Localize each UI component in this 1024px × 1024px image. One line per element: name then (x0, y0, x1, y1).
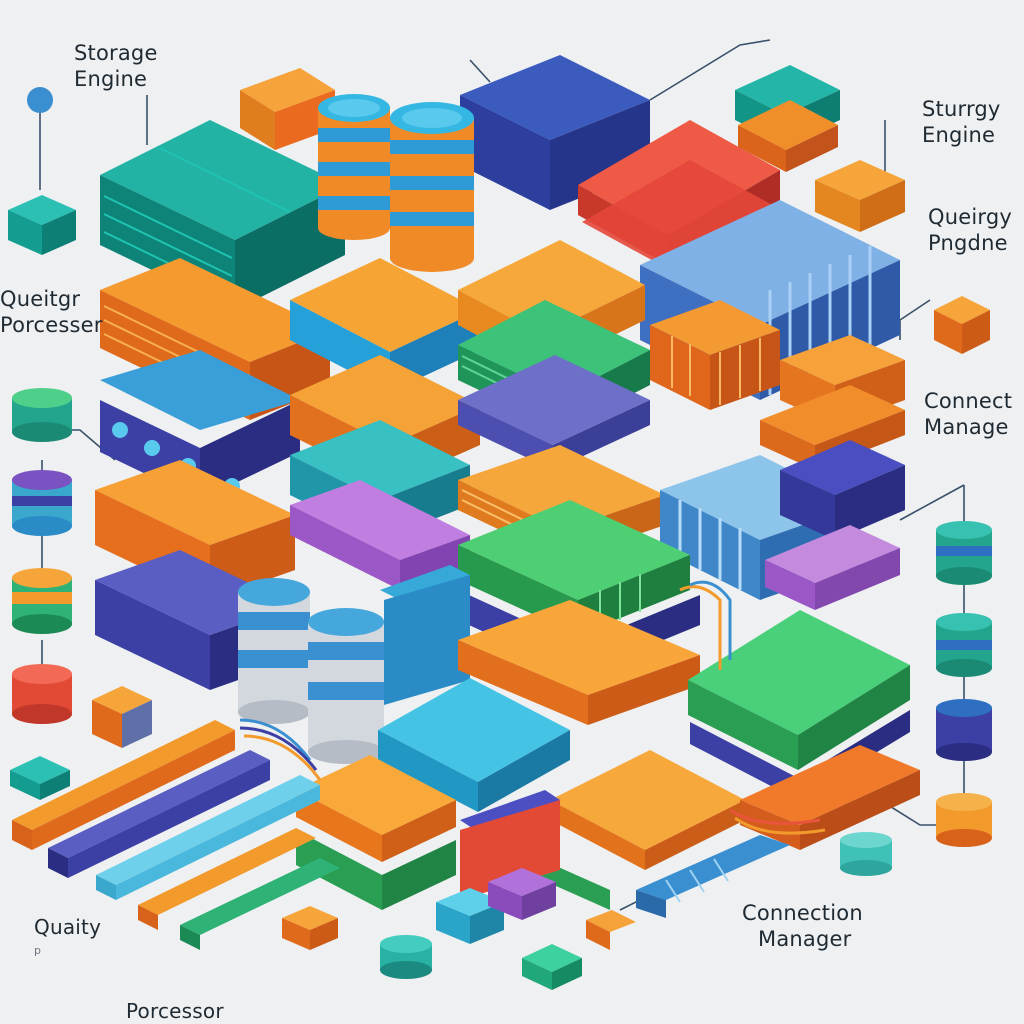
connector-line (900, 300, 930, 340)
label-quality-fragment: p (34, 944, 41, 957)
node-purple-cyl (12, 470, 72, 536)
node-teal-cube-bottomleft (10, 756, 70, 800)
block-blue-slab (380, 565, 470, 705)
node-orange-cube-left (92, 686, 152, 748)
block-orange-right (815, 160, 905, 232)
label-line: Storage (74, 40, 158, 66)
label-line: Porcesser (0, 312, 103, 338)
label-line: Sturrgy (922, 96, 1001, 122)
node-orange-cyl-right (936, 793, 992, 847)
cylinder-stack-1 (318, 94, 390, 240)
label-quality: Quaity (34, 914, 101, 940)
node-teal-cyl-bottom (380, 935, 432, 979)
cylinder-silver-1 (238, 578, 310, 724)
label-line: Pngdne (928, 230, 1012, 256)
label-processor: Porcessor (126, 998, 224, 1024)
label-line: Quaity (34, 914, 101, 940)
node-orange-cyl (12, 568, 72, 634)
node-teal-cyl-right (936, 521, 992, 585)
label-line: Engine (922, 122, 1001, 148)
connector-line (900, 485, 964, 520)
front-row (12, 440, 920, 950)
cylinder-stack-2 (390, 102, 474, 272)
block-orange-red-front (740, 745, 920, 850)
node-blue-dot (27, 87, 53, 113)
node-orange-cube-right (934, 296, 990, 354)
label-storage-engine: Storage Engine (74, 40, 158, 92)
node-blue-cyl-right (936, 613, 992, 677)
node-teal-cyl-1 (12, 388, 72, 442)
label-line: Engine (74, 66, 158, 92)
label-queirgy-pngne: Queirgy Pngdne (928, 204, 1012, 256)
node-red-cyl (12, 664, 72, 724)
cylinder-silver-2 (308, 608, 384, 764)
label-connection-manager-bottom: Connection Manager (742, 900, 863, 952)
node-navy-cyl-right (936, 699, 992, 761)
node-teal-cyl-bottomright (840, 832, 892, 876)
label-line: Manage (924, 414, 1012, 440)
node-teal-cube-bottom (522, 944, 582, 990)
label-line: Porcessor (126, 998, 224, 1024)
label-connect-manager-right: Connect Manage (924, 388, 1012, 440)
label-line: Connection (742, 900, 863, 926)
node-orange-cube-bottom (282, 906, 338, 950)
label-queitgr-processer: Queitgr Porcesser (0, 286, 103, 338)
label-line: Queirgy (928, 204, 1012, 230)
label-sturgy-engine: Sturrgy Engine (922, 96, 1001, 148)
label-line: Queitgr (0, 286, 103, 312)
label-line: Manager (742, 926, 863, 952)
label-line: Connect (924, 388, 1012, 414)
connector-line (470, 60, 490, 82)
node-teal-cube-left (8, 195, 76, 255)
